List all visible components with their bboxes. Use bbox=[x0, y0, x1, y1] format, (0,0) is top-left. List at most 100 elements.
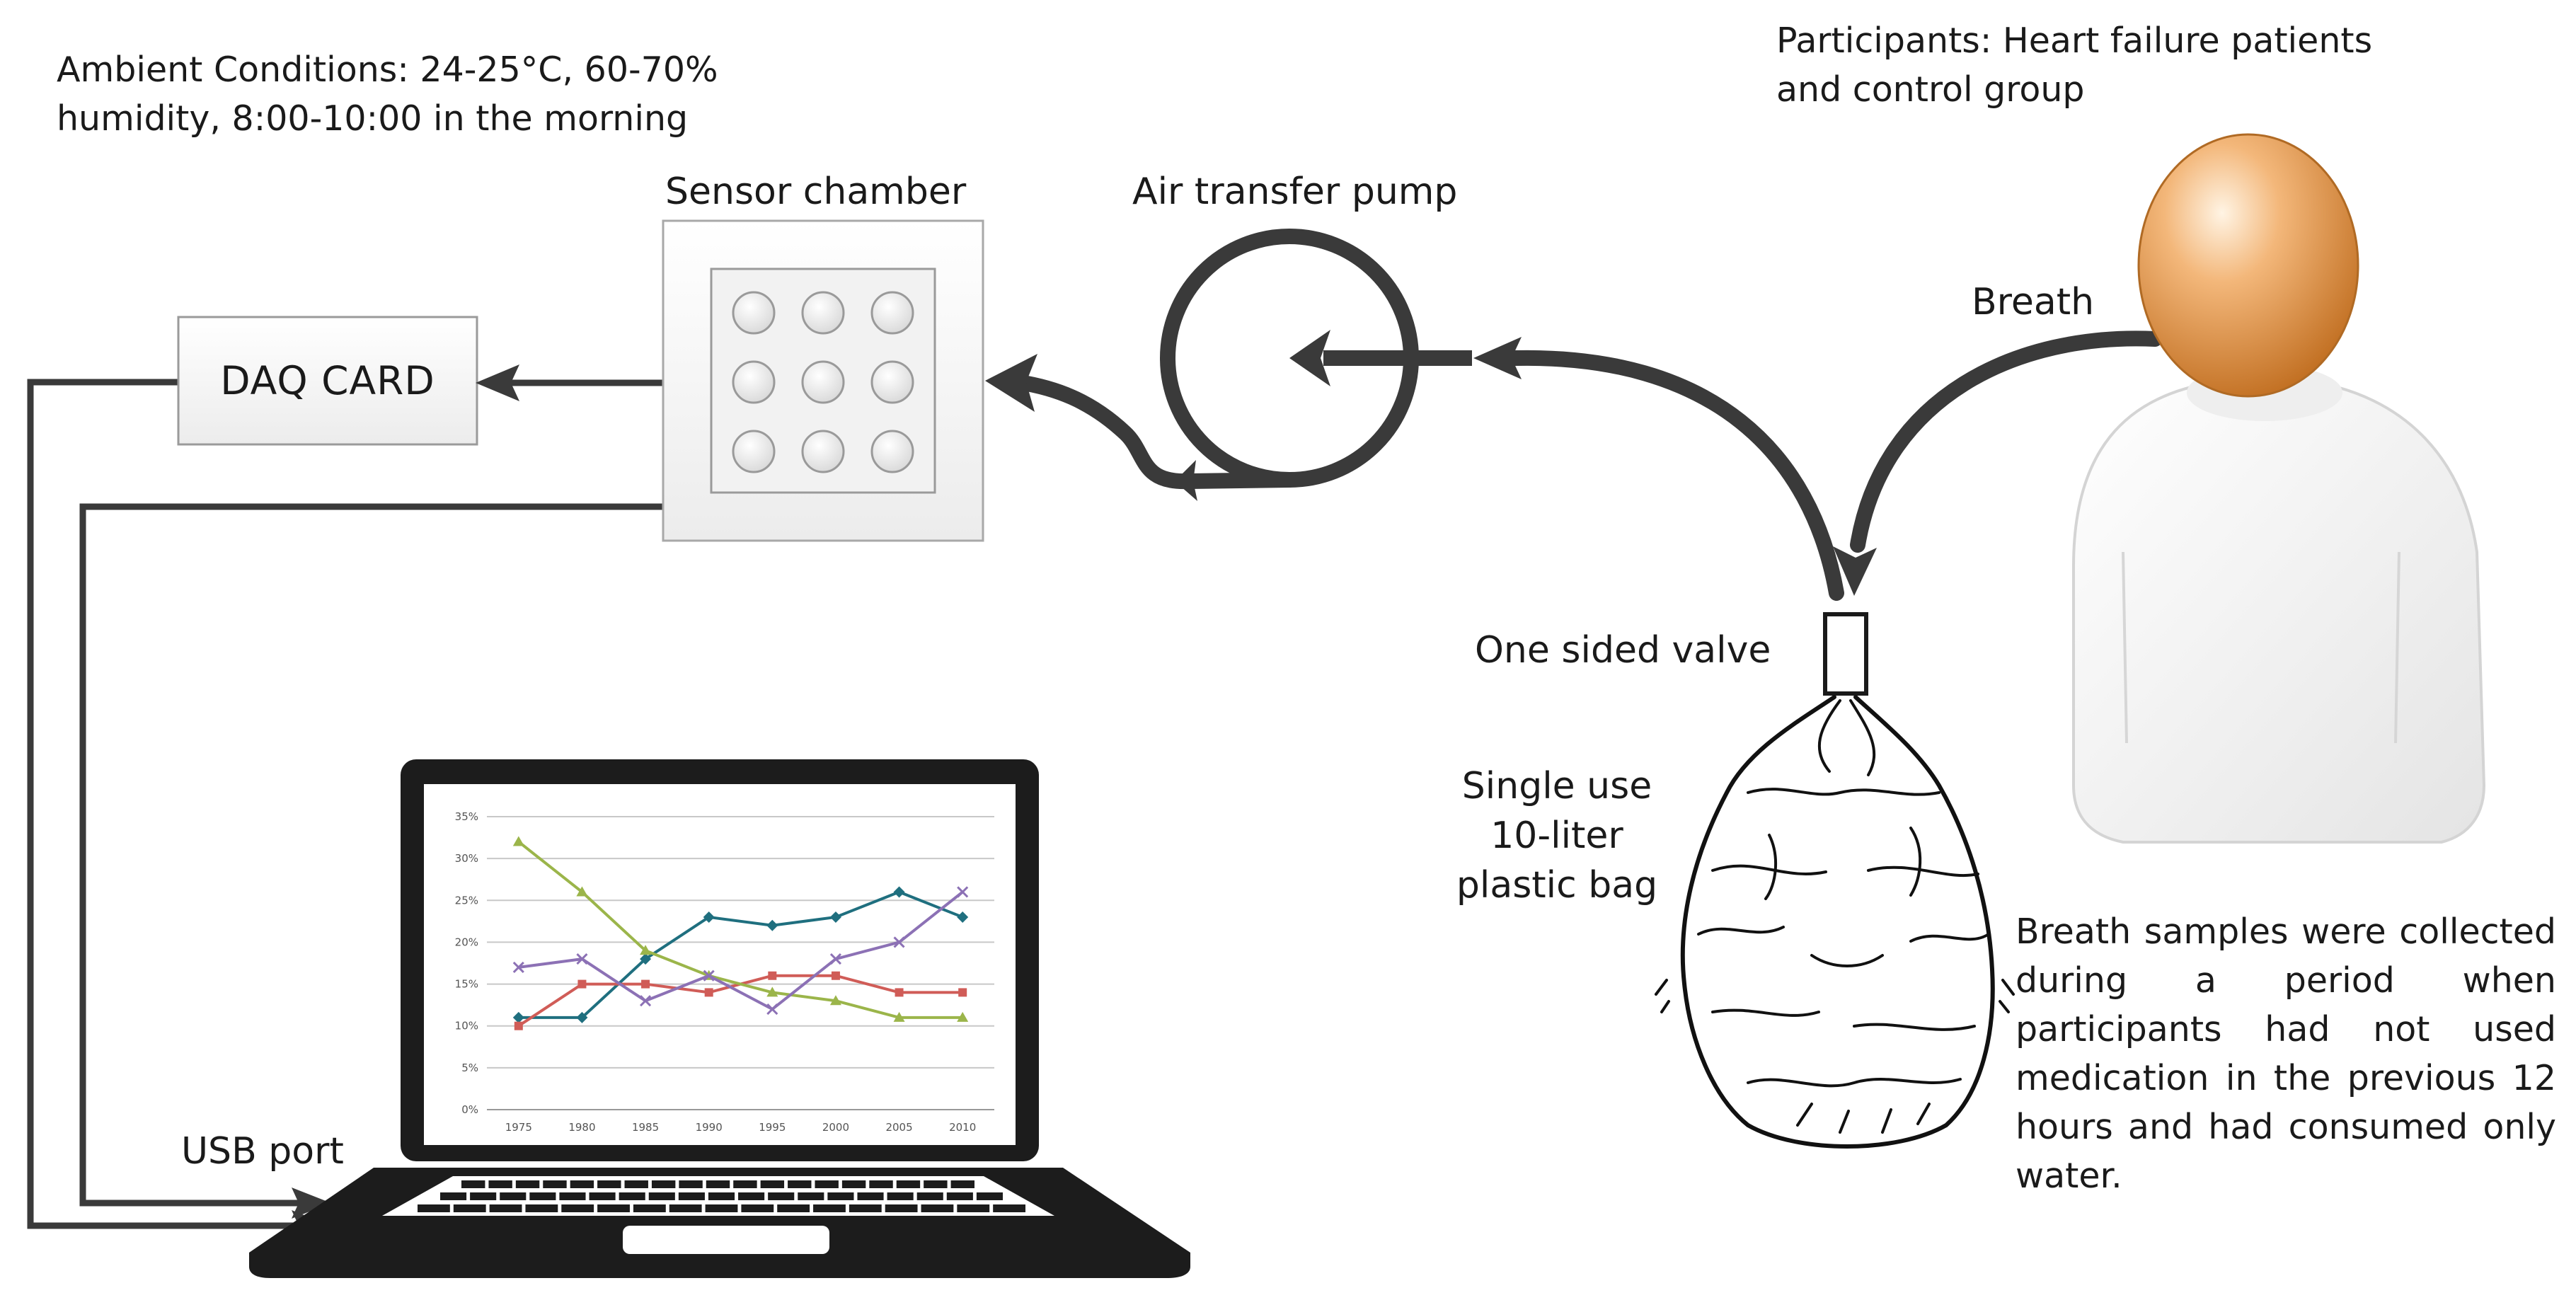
pump-inlet-arrowhead bbox=[1289, 330, 1330, 386]
sensor-element bbox=[801, 291, 845, 335]
bag-label-line-1: Single use bbox=[1461, 765, 1652, 807]
keyboard-key bbox=[841, 1180, 866, 1188]
keyboard-key bbox=[500, 1192, 527, 1200]
keyboard-key bbox=[815, 1180, 839, 1188]
chart-y-tick-label: 10% bbox=[455, 1020, 478, 1032]
chart-x-tick-label: 1975 bbox=[505, 1121, 532, 1134]
chart-y-tick-label: 30% bbox=[455, 852, 478, 865]
keyboard-key bbox=[976, 1192, 1003, 1200]
chart-data-point bbox=[893, 1011, 905, 1022]
plastic-bag bbox=[1655, 695, 2015, 1149]
keyboard-key bbox=[768, 1192, 795, 1200]
plastic-bag-label: Single use 10-liter plastic bag bbox=[1444, 761, 1670, 910]
sensor-element bbox=[870, 360, 914, 404]
sensor-element bbox=[870, 430, 914, 473]
keyboard-key bbox=[561, 1204, 594, 1212]
chart-data-point bbox=[576, 1011, 588, 1023]
participants-line-2: and control group bbox=[1776, 69, 2085, 110]
breath-arrow bbox=[1850, 330, 2163, 553]
chart-data-point bbox=[893, 886, 905, 898]
keyboard-key bbox=[957, 1204, 990, 1212]
keyboard-key bbox=[760, 1180, 785, 1188]
chart-data-point bbox=[829, 995, 841, 1006]
keyboard-key bbox=[559, 1192, 586, 1200]
usb-cable-daq bbox=[27, 379, 304, 1229]
laptop-screen bbox=[424, 784, 1016, 1145]
chart-x-tick-label: 1980 bbox=[568, 1121, 595, 1134]
note-line-4: medication in the previous 12 bbox=[2016, 1058, 2556, 1098]
keyboard-key bbox=[733, 1180, 757, 1188]
keyboard-key bbox=[515, 1180, 540, 1188]
breath-arrowhead bbox=[1833, 546, 1877, 596]
keyboard-key bbox=[453, 1204, 486, 1212]
bag-to-pump-arrowhead bbox=[1473, 337, 1522, 379]
note-line-6: water. bbox=[2016, 1156, 2122, 1196]
chart-x-tick-label: 2000 bbox=[822, 1121, 849, 1134]
ambient-conditions: Ambient Conditions: 24-25°C, 60-70% humi… bbox=[57, 45, 718, 143]
keyboard-key bbox=[921, 1204, 954, 1212]
keyboard-key bbox=[470, 1192, 497, 1200]
pump-outlet-notch bbox=[1175, 460, 1197, 501]
chart-x-tick-label: 1990 bbox=[696, 1121, 723, 1134]
keyboard-key bbox=[418, 1204, 450, 1212]
chart-data-point bbox=[512, 1011, 524, 1023]
air-transfer-pump-label: Air transfer pump bbox=[1132, 171, 1458, 213]
chart-data-point bbox=[958, 988, 967, 997]
chart-data-point bbox=[703, 970, 715, 982]
chart-data-point bbox=[576, 886, 588, 897]
chart-data-point bbox=[957, 911, 969, 923]
note-line-5: hours and had consumed only bbox=[2016, 1107, 2556, 1147]
keyboard-key bbox=[624, 1180, 648, 1188]
keyboard-key bbox=[813, 1204, 846, 1212]
chart-y-tick-label: 15% bbox=[455, 978, 478, 991]
keyboard-key bbox=[887, 1192, 914, 1200]
participants-label: Participants: Heart failure patients and… bbox=[1776, 16, 2373, 114]
bag-label-line-2: 10-liter bbox=[1490, 815, 1623, 857]
keyboard-key bbox=[648, 1192, 675, 1200]
chart-data-point bbox=[766, 986, 778, 997]
breath-sampling-note: Breath samples were collected during a p… bbox=[2016, 907, 2556, 1200]
participants-line-1: Participants: Heart failure patients bbox=[1776, 21, 2373, 61]
keyboard-key bbox=[869, 1180, 893, 1188]
usb-arrowhead-upper bbox=[292, 1187, 331, 1219]
bag-to-pump-arrow bbox=[1507, 350, 1844, 601]
chart-data-point bbox=[641, 979, 650, 989]
chart-data-point bbox=[831, 971, 840, 980]
chart-data-point bbox=[829, 911, 841, 923]
sensor-element bbox=[732, 360, 776, 404]
chart-data-point bbox=[577, 979, 587, 989]
sensor-element bbox=[801, 430, 845, 473]
keyboard-key bbox=[777, 1204, 810, 1212]
one-sided-valve-label: One sided valve bbox=[1475, 629, 1771, 672]
participant-figure bbox=[2072, 133, 2486, 844]
laptop-trackpad bbox=[623, 1226, 829, 1254]
keyboard-key bbox=[489, 1204, 522, 1212]
chart-data-point bbox=[640, 995, 652, 1007]
keyboard-key bbox=[849, 1204, 882, 1212]
keyboard-key bbox=[896, 1180, 921, 1188]
keyboard-key bbox=[619, 1192, 645, 1200]
chart-data-point bbox=[576, 953, 588, 965]
keyboard-key bbox=[488, 1180, 512, 1188]
chart-y-tick-labels: 0%5%10%15%20%25%30%35% bbox=[455, 810, 478, 1116]
chart-y-tick-label: 35% bbox=[455, 810, 478, 823]
keyboard-key bbox=[885, 1204, 918, 1212]
pump-to-chamber-arrow bbox=[1011, 374, 1297, 490]
keyboard-key bbox=[857, 1192, 884, 1200]
chart-x-tick-label: 2010 bbox=[949, 1121, 976, 1134]
chart-y-tick-label: 0% bbox=[461, 1103, 478, 1116]
bag-label-line-3: plastic bag bbox=[1456, 864, 1658, 907]
daq-card-box bbox=[177, 316, 478, 446]
keyboard-key bbox=[669, 1204, 702, 1212]
chart-y-tick-label: 25% bbox=[455, 894, 478, 907]
keyboard-key bbox=[633, 1204, 666, 1212]
keyboard-key bbox=[788, 1180, 812, 1188]
sensor-array bbox=[732, 291, 914, 473]
keyboard-key bbox=[570, 1180, 594, 1188]
chart-data-point bbox=[704, 988, 713, 997]
chart-x-tick-label: 2005 bbox=[885, 1121, 912, 1134]
keyboard-key bbox=[543, 1180, 567, 1188]
